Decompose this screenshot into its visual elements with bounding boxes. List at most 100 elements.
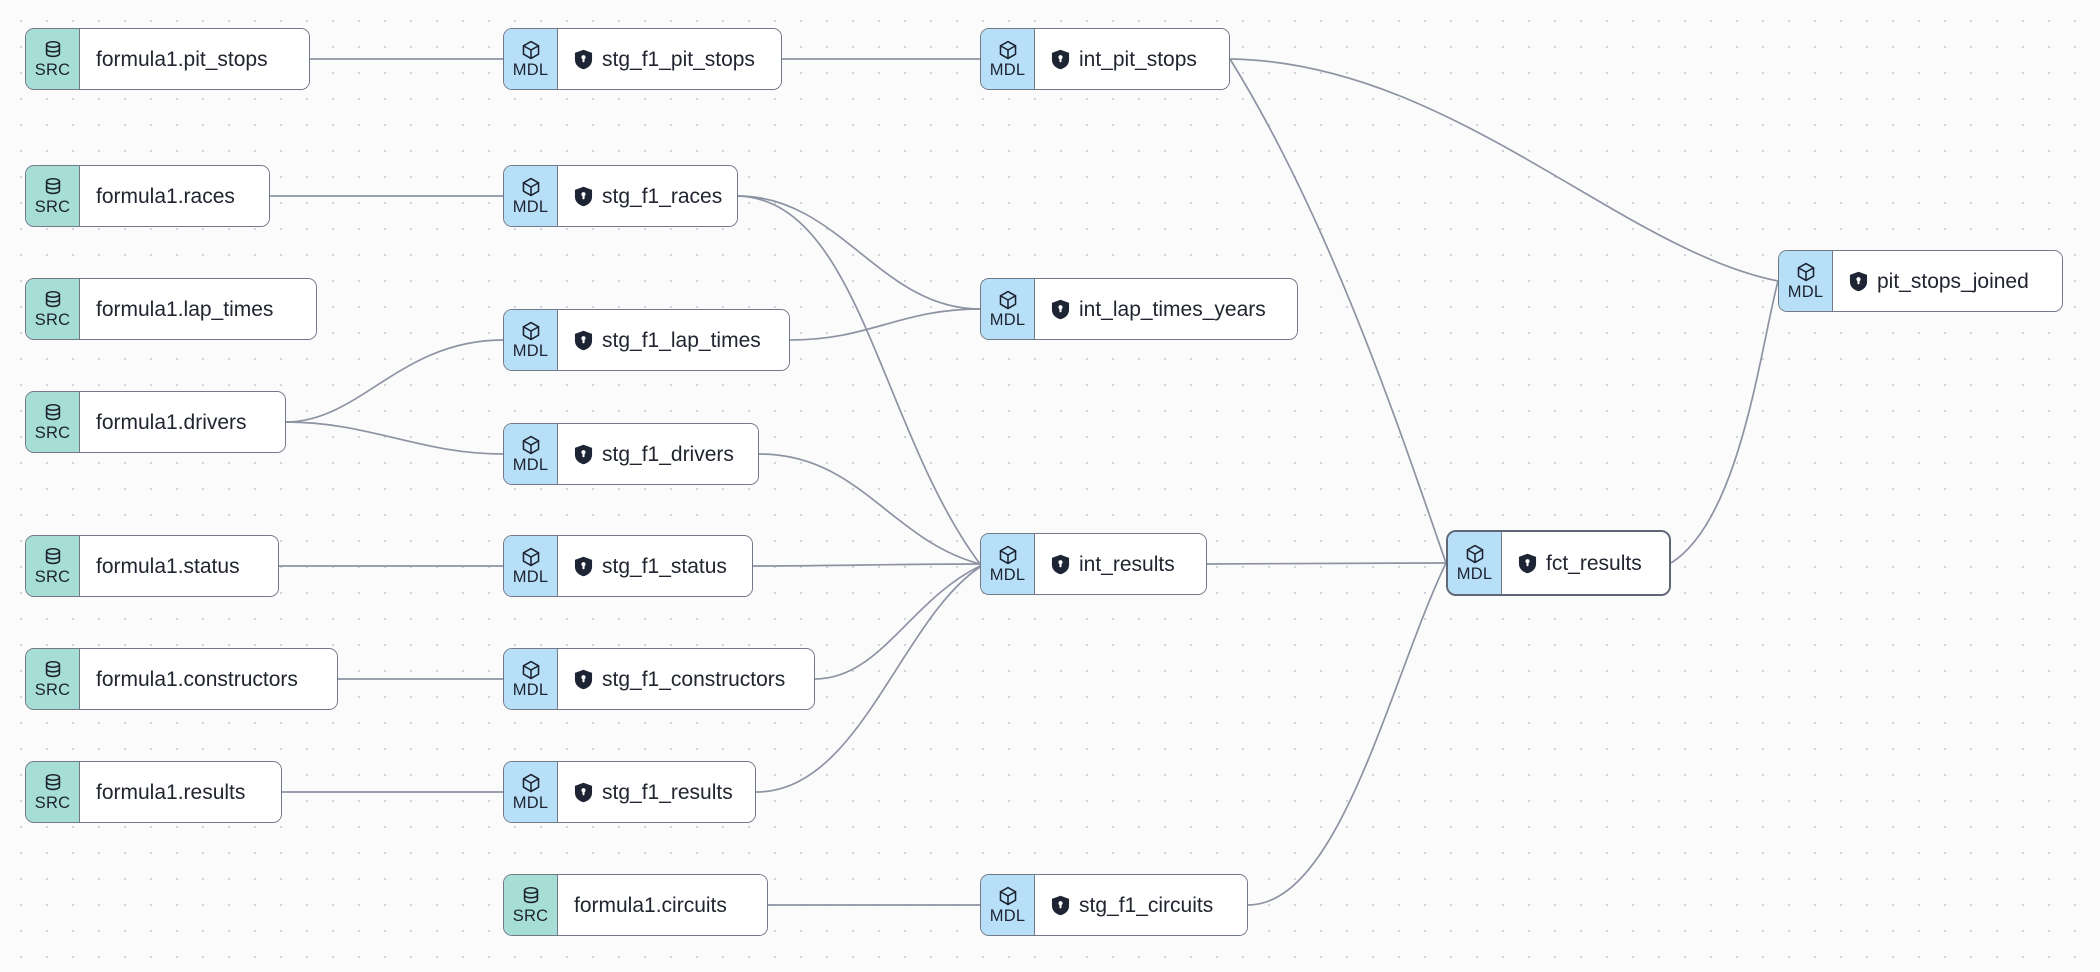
node-body: int_results	[1035, 534, 1206, 594]
node-label: stg_f1_drivers	[602, 442, 734, 466]
graph-node-src_races[interactable]: SRC formula1.races	[25, 165, 270, 227]
cube-icon	[522, 436, 539, 455]
node-kind-badge-mdl: MDL	[504, 166, 558, 226]
node-body: formula1.races	[80, 166, 269, 226]
database-icon	[45, 404, 60, 421]
node-kind-label: SRC	[34, 198, 71, 217]
edge-stg_circuits-to-fct_results	[1247, 562, 1447, 906]
node-body: formula1.status	[80, 536, 278, 596]
shield-icon	[574, 49, 593, 69]
node-kind-badge-mdl: MDL	[504, 29, 558, 89]
node-kind-badge-mdl: MDL	[504, 649, 558, 709]
node-label: stg_f1_pit_stops	[602, 47, 755, 71]
graph-node-stg_results[interactable]: MDL stg_f1_results	[503, 761, 756, 823]
shield-icon	[574, 444, 593, 464]
node-kind-badge-mdl: MDL	[504, 536, 558, 596]
graph-node-stg_constructors[interactable]: MDL stg_f1_constructors	[503, 648, 815, 710]
edge-int_results-to-fct_results	[1206, 562, 1447, 565]
node-kind-badge-mdl: MDL	[981, 279, 1035, 339]
database-icon	[45, 661, 60, 678]
node-kind-label: MDL	[989, 61, 1026, 80]
node-kind-badge-src: SRC	[26, 536, 80, 596]
graph-node-pit_stops_joined[interactable]: MDL pit_stops_joined	[1778, 250, 2063, 312]
database-icon	[45, 178, 60, 195]
shield-icon	[1051, 554, 1070, 574]
graph-node-src_status[interactable]: SRC formula1.status	[25, 535, 279, 597]
edge-fct_results-to-pit_stops_joined	[1670, 280, 1779, 564]
cube-icon	[522, 178, 539, 197]
edge-stg_drivers-to-int_results	[758, 453, 981, 565]
cube-icon	[999, 291, 1016, 310]
edge-src_drivers-to-stg_drivers	[285, 421, 504, 455]
cube-icon	[999, 41, 1016, 60]
shield-icon	[574, 782, 593, 802]
graph-node-stg_races[interactable]: MDL stg_f1_races	[503, 165, 738, 227]
node-label: stg_f1_constructors	[602, 667, 786, 691]
node-kind-label: SRC	[34, 311, 71, 330]
node-kind-badge-mdl: MDL	[504, 424, 558, 484]
node-body: formula1.circuits	[558, 875, 767, 935]
graph-node-src_lap_times[interactable]: SRC formula1.lap_times	[25, 278, 317, 340]
node-label: stg_f1_races	[602, 184, 723, 208]
node-kind-label: MDL	[989, 311, 1026, 330]
cube-icon	[999, 887, 1016, 906]
node-kind-label: MDL	[512, 198, 549, 217]
shield-icon	[1518, 553, 1537, 573]
shield-icon	[1849, 271, 1868, 291]
edge-src_drivers-to-stg_lap_times	[285, 339, 504, 423]
node-label: formula1.status	[96, 554, 240, 578]
node-label: formula1.results	[96, 780, 246, 804]
node-body: fct_results	[1502, 532, 1669, 594]
cube-icon	[522, 548, 539, 567]
node-kind-label: MDL	[1787, 283, 1824, 302]
node-kind-label: SRC	[34, 61, 71, 80]
node-body: stg_f1_lap_times	[558, 310, 789, 370]
shield-icon	[1051, 49, 1070, 69]
graph-node-src_pit_stops[interactable]: SRC formula1.pit_stops	[25, 28, 310, 90]
node-kind-label: MDL	[512, 342, 549, 361]
node-body: formula1.results	[80, 762, 281, 822]
node-kind-label: MDL	[512, 568, 549, 587]
database-icon	[45, 774, 60, 791]
cube-icon	[522, 41, 539, 60]
node-label: fct_results	[1546, 551, 1642, 575]
node-kind-badge-mdl: MDL	[504, 310, 558, 370]
node-kind-label: SRC	[34, 568, 71, 587]
graph-node-stg_lap_times[interactable]: MDL stg_f1_lap_times	[503, 309, 790, 371]
node-kind-badge-src: SRC	[26, 392, 80, 452]
database-icon	[45, 548, 60, 565]
node-kind-label: MDL	[512, 794, 549, 813]
node-kind-label: MDL	[512, 681, 549, 700]
node-body: pit_stops_joined	[1833, 251, 2062, 311]
database-icon	[45, 291, 60, 308]
node-kind-label: SRC	[34, 681, 71, 700]
graph-node-int_lap_times_yrs[interactable]: MDL int_lap_times_years	[980, 278, 1298, 340]
node-label: formula1.pit_stops	[96, 47, 268, 71]
node-kind-badge-mdl: MDL	[1779, 251, 1833, 311]
cube-icon	[1797, 263, 1814, 282]
edge-int_pit_stops-to-pit_stops_joined	[1229, 58, 1779, 282]
node-body: int_lap_times_years	[1035, 279, 1297, 339]
node-kind-badge-src: SRC	[504, 875, 558, 935]
graph-node-stg_pit_stops[interactable]: MDL stg_f1_pit_stops	[503, 28, 782, 90]
shield-icon	[1051, 895, 1070, 915]
node-body: stg_f1_results	[558, 762, 755, 822]
node-label: int_lap_times_years	[1079, 297, 1266, 321]
node-body: stg_f1_drivers	[558, 424, 758, 484]
node-body: formula1.lap_times	[80, 279, 316, 339]
node-kind-badge-src: SRC	[26, 166, 80, 226]
node-label: int_results	[1079, 552, 1175, 576]
graph-node-stg_drivers[interactable]: MDL stg_f1_drivers	[503, 423, 759, 485]
node-body: formula1.drivers	[80, 392, 285, 452]
